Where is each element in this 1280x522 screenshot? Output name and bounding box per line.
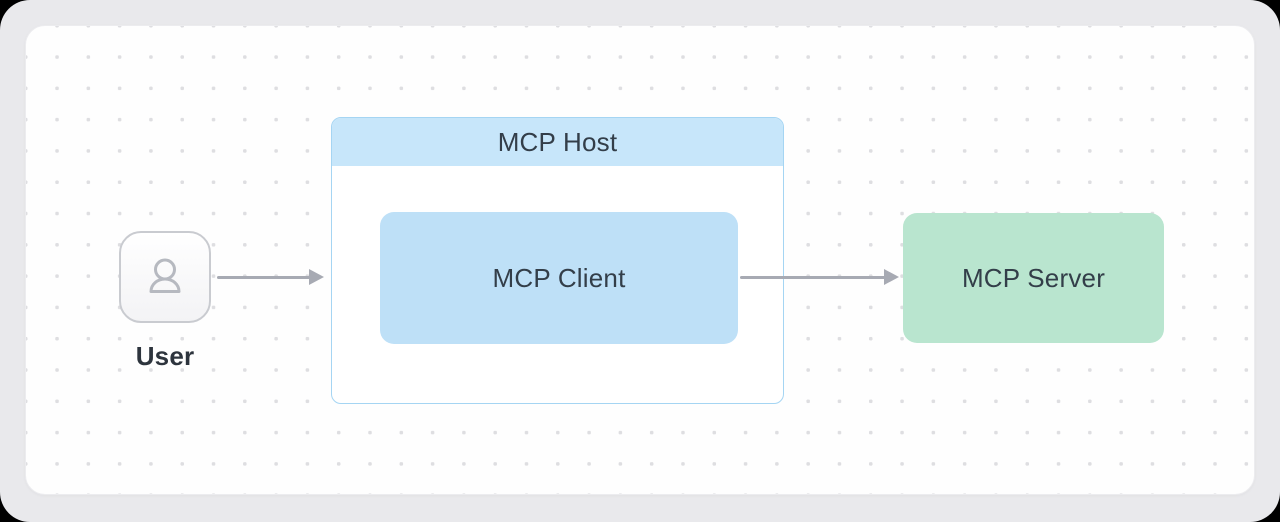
- arrow-head-icon: [309, 269, 324, 285]
- mcp-client-node: MCP Client: [380, 212, 738, 344]
- arrow-user-to-host: [217, 269, 324, 286]
- arrow-head-icon: [884, 269, 899, 285]
- diagram-canvas: User MCP Host MCP Client MCP Server: [25, 25, 1255, 495]
- mcp-server-node: MCP Server: [903, 213, 1164, 343]
- user-label: User: [135, 341, 195, 371]
- mcp-host-header: MCP Host: [332, 118, 783, 166]
- mcp-host-container: MCP Host MCP Client: [331, 117, 784, 404]
- user-icon: [139, 251, 191, 303]
- user-node: [119, 231, 211, 323]
- arrow-client-to-server: [740, 269, 899, 286]
- arrow-line: [217, 276, 313, 279]
- arrow-line: [740, 276, 888, 279]
